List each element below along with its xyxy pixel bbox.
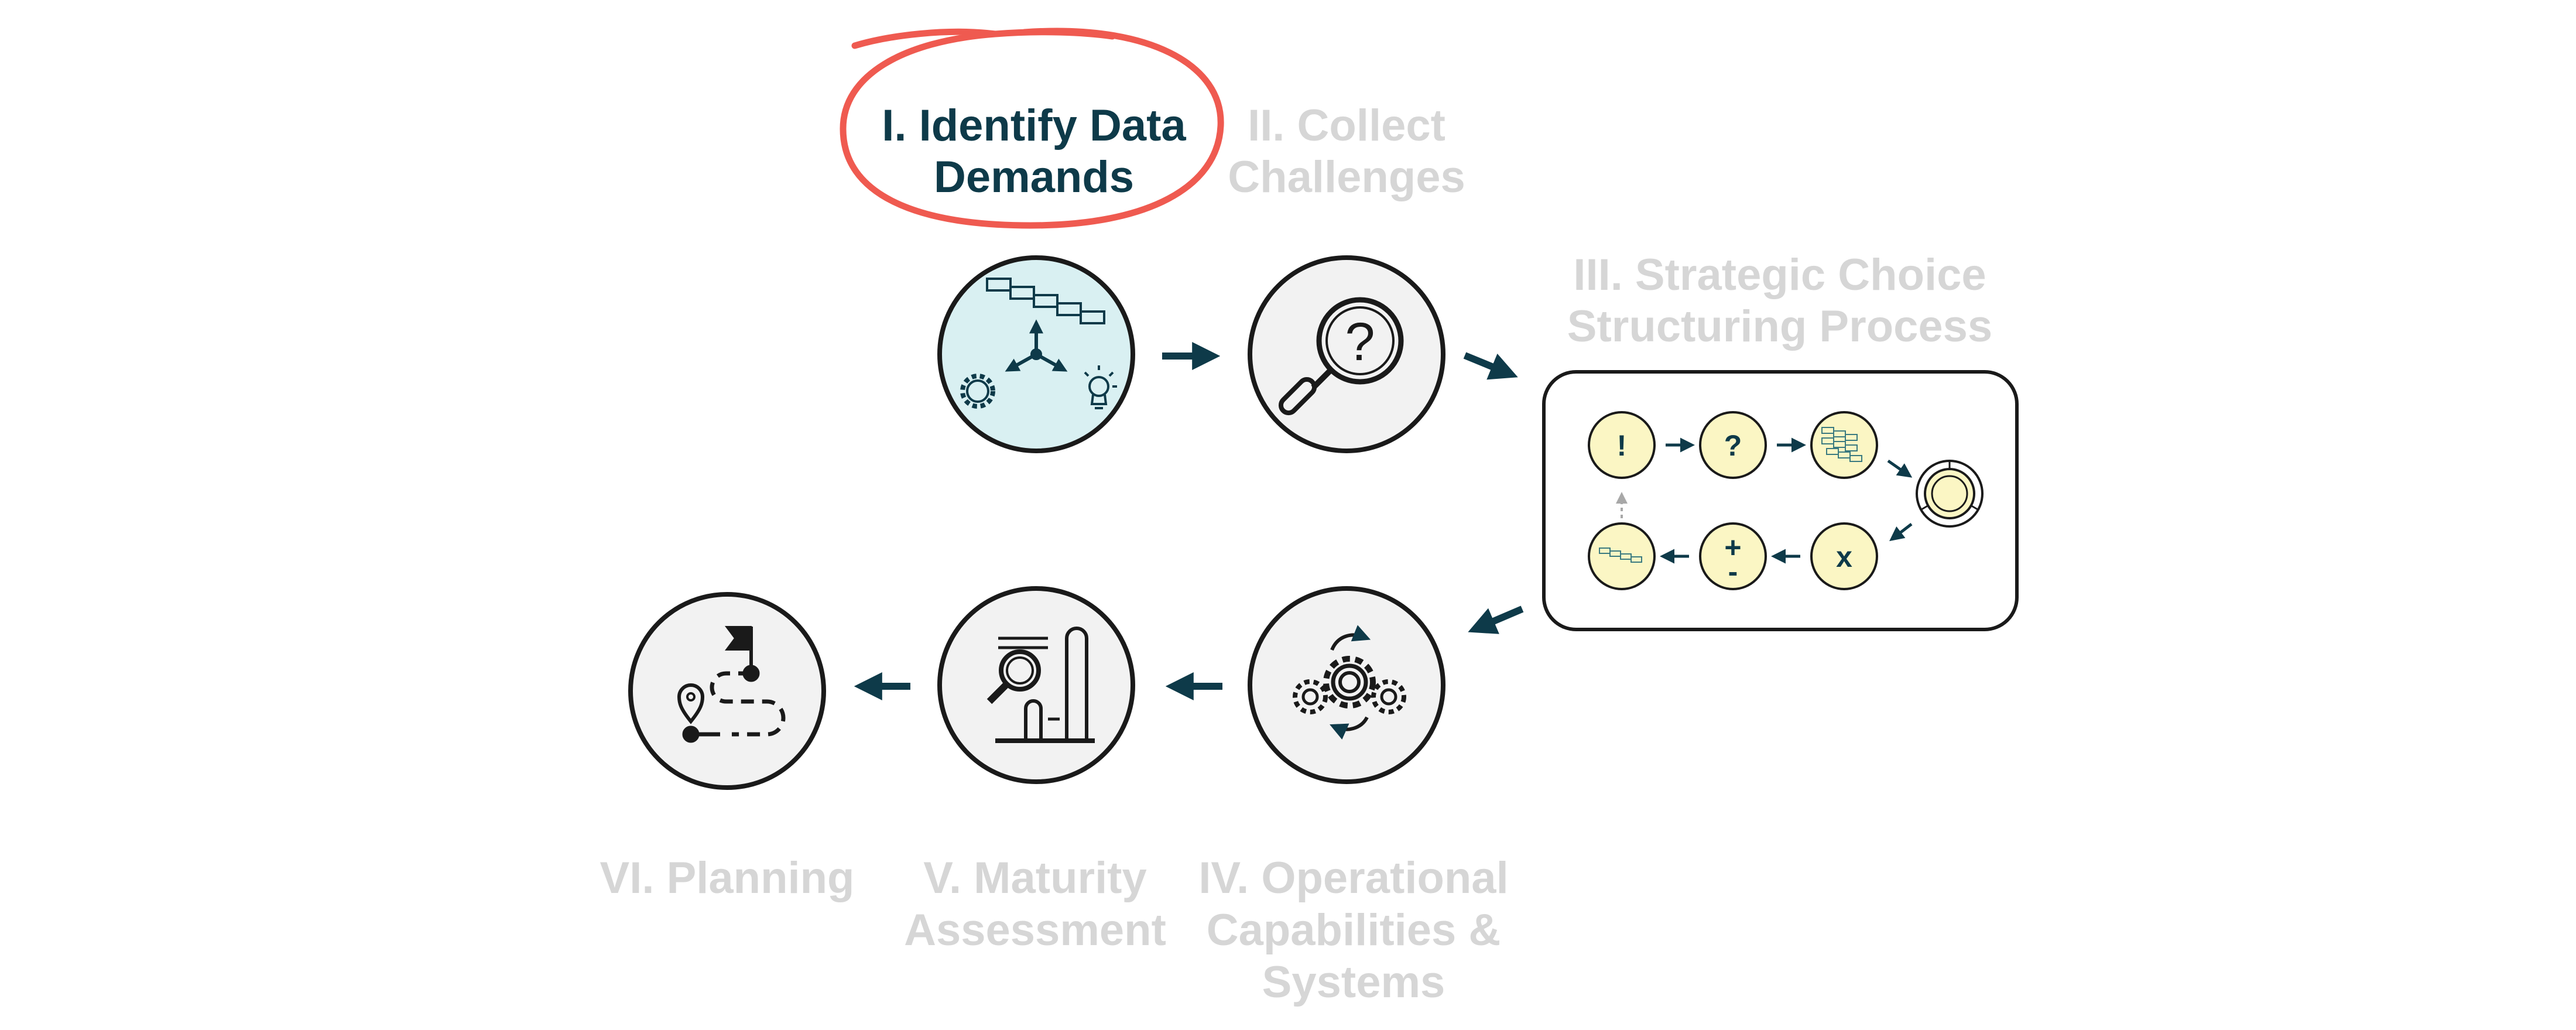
step-5-label-line2: Assessment xyxy=(904,905,1166,955)
gears-cycle-icon xyxy=(1293,625,1406,740)
bar-chart-search-icon xyxy=(986,627,1095,743)
hierarchy-gear-bulb-icon xyxy=(960,278,1117,409)
node-multiply-text: x xyxy=(1836,540,1852,573)
node-options-grid xyxy=(1810,411,1878,479)
node-multiply xyxy=(1810,522,1878,590)
step-3-label[interactable]: III. Strategic Choice Structuring Proces… xyxy=(1567,250,1992,351)
step-5-label[interactable]: V. Maturity Assessment xyxy=(904,853,1166,955)
step-1-label-line1: I. Identify Data xyxy=(882,101,1186,150)
strategic-process-cycle: ! ? x xyxy=(1588,411,1984,590)
step-6-label-line1: VI. Planning xyxy=(600,853,855,903)
step-5-label-line1: V. Maturity xyxy=(923,853,1147,903)
step-6-node[interactable] xyxy=(628,592,826,790)
step-3-label-line2: Structuring Process xyxy=(1567,302,1992,351)
node-plus-text: + xyxy=(1724,531,1741,564)
step-1-label-line2: Demands xyxy=(934,152,1134,202)
node-plan xyxy=(1588,522,1656,590)
step-4-label-line2: Capabilities & xyxy=(1207,905,1501,955)
step-2-label-line1: II. Collect xyxy=(1248,101,1445,150)
step-3-label-line1: III. Strategic Choice xyxy=(1573,250,1986,300)
step-4-label-line3: Systems xyxy=(1262,957,1445,1007)
node-question-text: ? xyxy=(1724,429,1742,462)
step-3-node[interactable]: ! ? x xyxy=(1542,370,2019,631)
step-6-label[interactable]: VI. Planning xyxy=(600,853,855,903)
step-4-node[interactable] xyxy=(1248,586,1445,784)
step-4-label[interactable]: IV. Operational Capabilities & Systems xyxy=(1198,853,1508,1007)
arrow-step3-to-step4 xyxy=(1468,605,1524,634)
node-ring xyxy=(1916,460,1984,528)
magnifier-question-icon: ? xyxy=(1278,297,1404,416)
arrow-step2-to-step3 xyxy=(1463,352,1518,380)
route-flag-icon xyxy=(677,626,786,743)
step-5-node[interactable] xyxy=(937,586,1135,784)
step-1-node[interactable] xyxy=(937,255,1135,453)
step-4-label-line1: IV. Operational xyxy=(1198,853,1508,903)
step-2-label-line2: Challenges xyxy=(1228,152,1465,202)
node-plusminus xyxy=(1699,522,1767,590)
node-minus-text: - xyxy=(1728,555,1738,588)
step-1-label[interactable]: I. Identify Data Demands xyxy=(882,101,1186,202)
node-exclaim xyxy=(1588,411,1656,479)
highlight-circle xyxy=(840,28,1224,229)
node-exclaim-text: ! xyxy=(1617,429,1627,462)
question-mark: ? xyxy=(1345,312,1375,372)
step-2-node[interactable]: ? xyxy=(1248,255,1445,453)
options-grid-icon xyxy=(1821,427,1862,462)
node-question xyxy=(1699,411,1767,479)
step-2-label[interactable]: II. Collect Challenges xyxy=(1228,101,1465,202)
plan-steps-icon xyxy=(1599,547,1642,563)
